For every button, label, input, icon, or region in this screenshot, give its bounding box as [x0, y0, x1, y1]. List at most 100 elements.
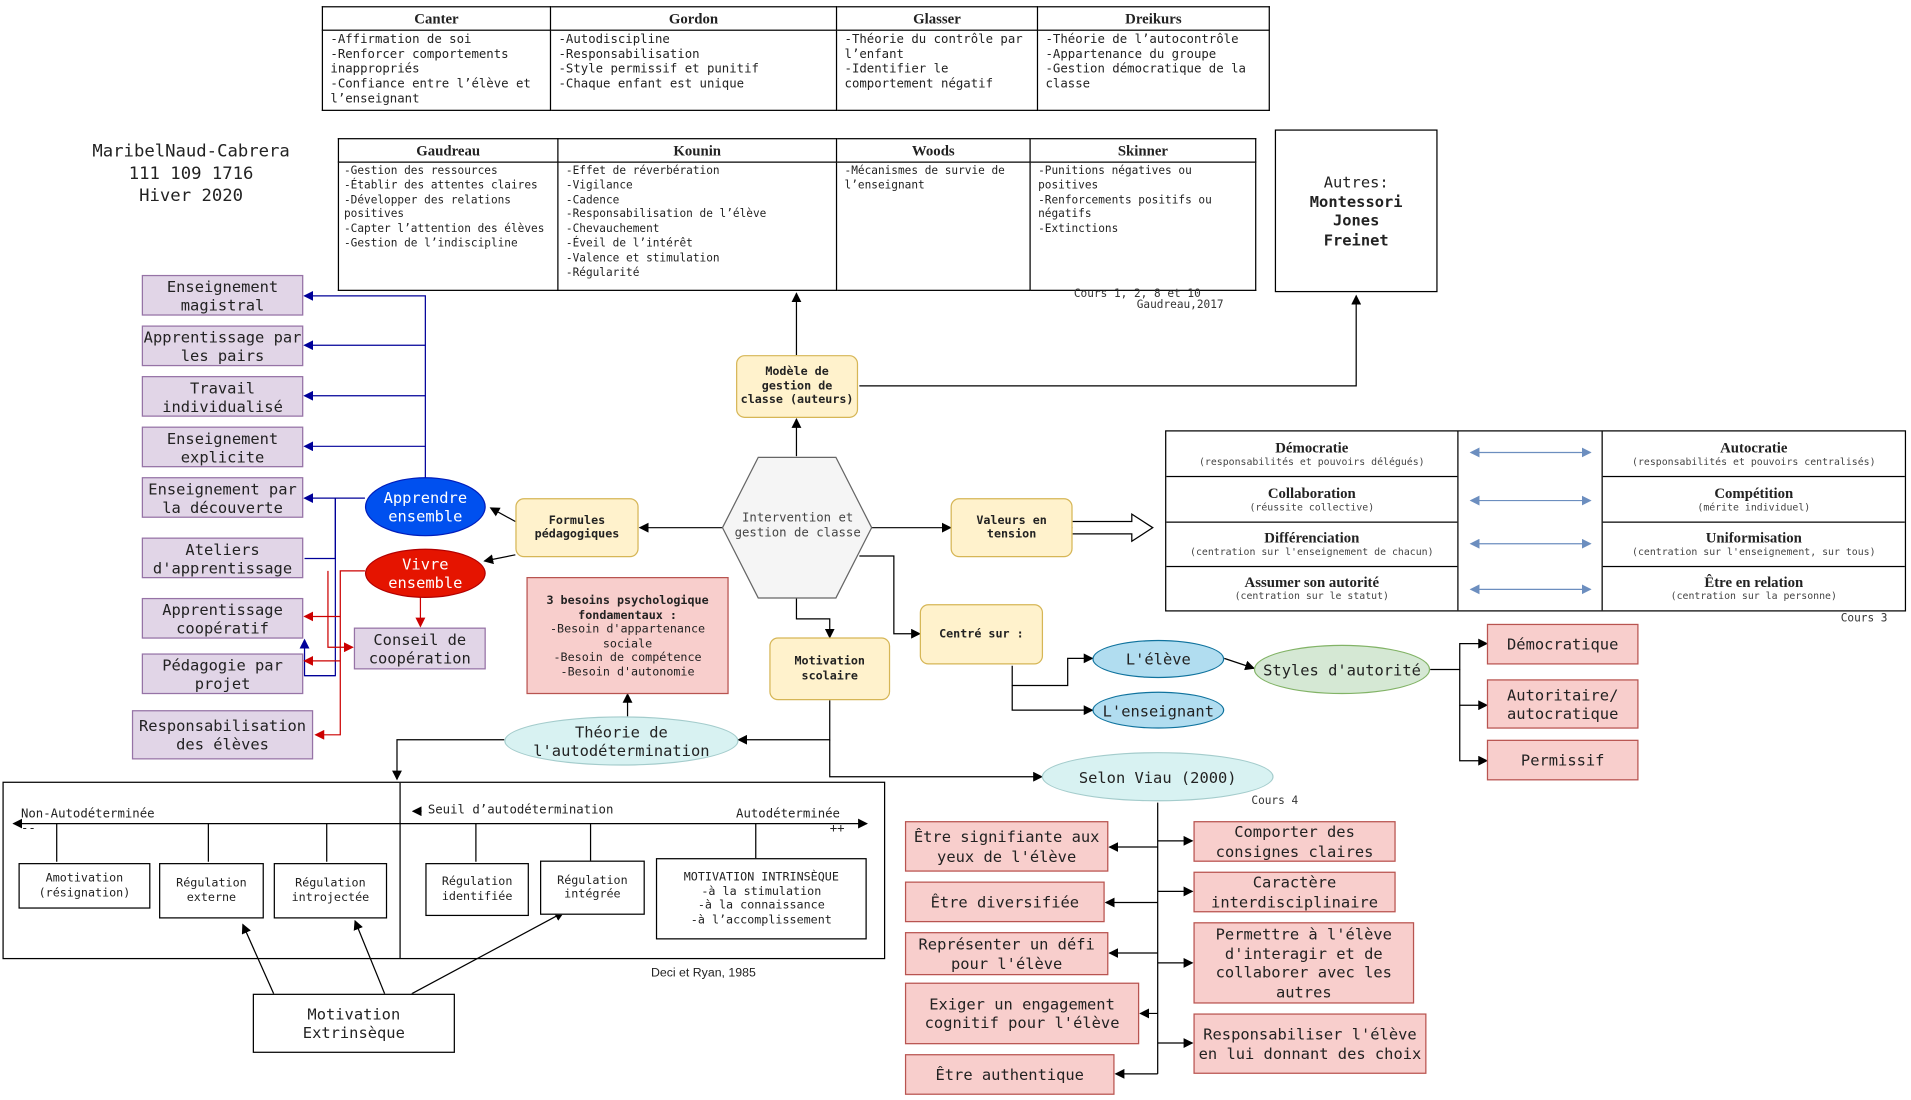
autodeterminee-label: Autodéterminée [736, 807, 840, 822]
value-left: Démocratie (responsabilités et pouvoirs … [1198, 438, 1425, 467]
author-name: MaribelNaud-Cabrera [92, 141, 290, 162]
table2-header: Skinner [1029, 138, 1257, 163]
continuum-box-item: Régulation identifiée [425, 863, 529, 917]
style-item: Démocratique [1486, 623, 1639, 665]
viau-right-item: Caractère interdisciplinaire [1193, 871, 1396, 913]
continuum-box: Non-Autodéterminée -- Seuil d’autodéterm… [2, 781, 886, 960]
gaudreau-reference: Gaudreau,2017 [1136, 299, 1224, 312]
autres-box: Autres: Montessori Jones Freinet [1274, 129, 1438, 293]
table1-header: Canter [321, 6, 552, 31]
styles-autorite-node: Styles d'autorité [1253, 644, 1431, 695]
table2-header: Woods [835, 138, 1031, 163]
formule-item: Travail individualisé [141, 376, 304, 417]
authors-table-2: Gaudreau Kounin Woods Skinner -Gestion d… [337, 138, 1257, 291]
deci-reference: Deci et Ryan, 1985 [650, 966, 756, 981]
author-id: 111 109 1716 [128, 163, 254, 184]
table1-cell-canter: -Affirmation de soi -Renforcer comportem… [321, 29, 552, 111]
enseignant-node: L'enseignant [1092, 691, 1225, 729]
formule-item: Ateliers d'apprentissage [141, 537, 304, 579]
viau-left-item: Exiger un engagement cognitif pour l'élè… [904, 982, 1140, 1045]
centre-sur-node: Centré sur : [919, 604, 1044, 665]
motivation-extrinseque-node: Motivation Extrinsèque [252, 993, 455, 1053]
author-term: Hiver 2020 [139, 186, 244, 206]
table2-header: Kounin [557, 138, 838, 163]
table2-cell-woods: -Mécanismes de survie de l’enseignant [835, 161, 1031, 291]
center-node-label: Intervention et gestion de classe [734, 511, 861, 541]
viau-left-item: Être diversifiée [904, 881, 1105, 923]
minus-sign: -- [20, 822, 36, 836]
value-right: Uniformisation (centration sur l'enseign… [1632, 528, 1876, 557]
besoins-item: -Besoin d'appartenance sociale [549, 622, 706, 651]
table1-header: Dreikurs [1036, 6, 1270, 31]
courses-note: Cours 1, 2, 8 et 10 [1073, 288, 1201, 301]
viau-right-item: Permettre à l'élève d'interagir et de co… [1193, 922, 1415, 1004]
intrinsic-title: MOTIVATION INTRINSÈQUE [683, 870, 839, 884]
table1-cell-dreikurs: -Théorie de l’autocontrôle -Appartenance… [1036, 29, 1270, 111]
value-right: Être en relation (centration sur la pers… [1670, 573, 1837, 602]
autres-name: Jones [1332, 210, 1380, 230]
motivation-node: Motivation scolaire [769, 637, 891, 701]
table1-header: Glasser [835, 6, 1039, 31]
table1-cell-glasser: -Théorie du contrôle par l’enfant -Ident… [835, 29, 1039, 111]
cours3-note: Cours 3 [1840, 612, 1888, 626]
viau-right-item: Responsabiliser l'élève en lui donnant d… [1193, 1013, 1427, 1074]
authors-table-1: Canter Gordon Glasser Dreikurs -Affirmat… [321, 6, 1270, 111]
theorie-node: Théorie de l'autodétermination [504, 716, 739, 766]
seuil-label: Seuil d’autodétermination [427, 803, 614, 818]
formules-node: Formules pédagogiques [515, 498, 639, 558]
autres-label: Autres: [1323, 172, 1389, 192]
besoins-item: -Besoin d'autonomie [560, 665, 695, 679]
viau-node: Selon Viau (2000) [1041, 752, 1274, 802]
besoins-title: 3 besoins psychologique fondamentaux : [546, 594, 709, 622]
apprendre-ensemble-node: Apprendre ensemble [364, 477, 486, 537]
table2-cell-gaudreau: -Gestion des ressources -Établir des att… [337, 161, 559, 291]
viau-right-item: Comporter des consignes claires [1193, 821, 1396, 862]
table1-header: Gordon [549, 6, 838, 31]
value-left: Assumer son autorité (centration sur le … [1234, 573, 1389, 602]
eleve-node: L'élève [1092, 639, 1225, 679]
cours4-note: Cours 4 [1251, 795, 1299, 808]
intrinsic-item: -à l’accomplissement [690, 912, 832, 927]
table2-header: Gaudreau [337, 138, 559, 163]
continuum-axis [12, 806, 868, 862]
center-hexagon [721, 456, 873, 599]
intrinsic-item: -à la connaissance [697, 898, 825, 913]
style-item: Permissif [1486, 739, 1639, 781]
modele-node: Modèle de gestion de classe (auteurs) [736, 355, 859, 418]
vivre-ensemble-node: Vivre ensemble [364, 548, 486, 598]
formule-item: Enseignement magistral [141, 274, 304, 316]
table1-cell-gordon: -Autodiscipline -Responsabilisation -Sty… [549, 29, 838, 111]
formule-item: Enseignement par la découverte [141, 477, 304, 518]
formule-item: Enseignement explicite [141, 426, 304, 468]
plus-sign: ++ [829, 822, 845, 836]
conseil-node: Conseil de coopération [353, 627, 486, 670]
formule-item: Pédagogie par projet [141, 653, 304, 695]
formule-item: Apprentissage par les pairs [141, 325, 304, 367]
continuum-box-item: Régulation intégrée [540, 860, 645, 915]
viau-left-item: Représenter un défi pour l'élève [904, 932, 1109, 976]
value-left: Collaboration (réussite collective) [1249, 483, 1375, 513]
continuum-box-item: Régulation externe [159, 863, 264, 919]
intrinsic-item: -à la stimulation [701, 884, 822, 899]
autres-name: Montessori [1309, 191, 1403, 211]
style-item: Autoritaire/ autocratique [1486, 679, 1639, 729]
autres-name: Freinet [1323, 229, 1389, 249]
author-info: MaribelNaud-Cabrera 111 109 1716 Hiver 2… [74, 141, 308, 208]
formule-item: Responsabilisation des élèves [131, 710, 314, 760]
viau-left-item: Être authentique [904, 1054, 1115, 1095]
value-right: Autocratie (responsabilités et pouvoirs … [1632, 438, 1876, 467]
block-arrow [1072, 512, 1154, 543]
besoins-item: -Besoin de compétence [553, 650, 702, 665]
viau-left-item: Être signifiante aux yeux de l'élève [904, 821, 1109, 872]
value-left: Différenciation (centration sur l'enseig… [1190, 528, 1434, 557]
value-right: Compétition (mérite individuel) [1697, 483, 1811, 513]
table2-cell-kounin: -Effet de réverbération -Vigilance -Cade… [557, 161, 838, 291]
valeurs-node: Valeurs en tension [950, 498, 1073, 558]
continuum-box-item: Amotivation (résignation) [18, 863, 151, 909]
values-table: Démocratie (responsabilités et pouvoirs … [1165, 430, 1907, 612]
non-autodeterminee-label: Non-Autodéterminée [20, 807, 155, 822]
formule-item: Apprentissage coopératif [141, 597, 304, 639]
table2-cell-skinner: -Punitions négatives ou positives -Renfo… [1029, 161, 1257, 291]
